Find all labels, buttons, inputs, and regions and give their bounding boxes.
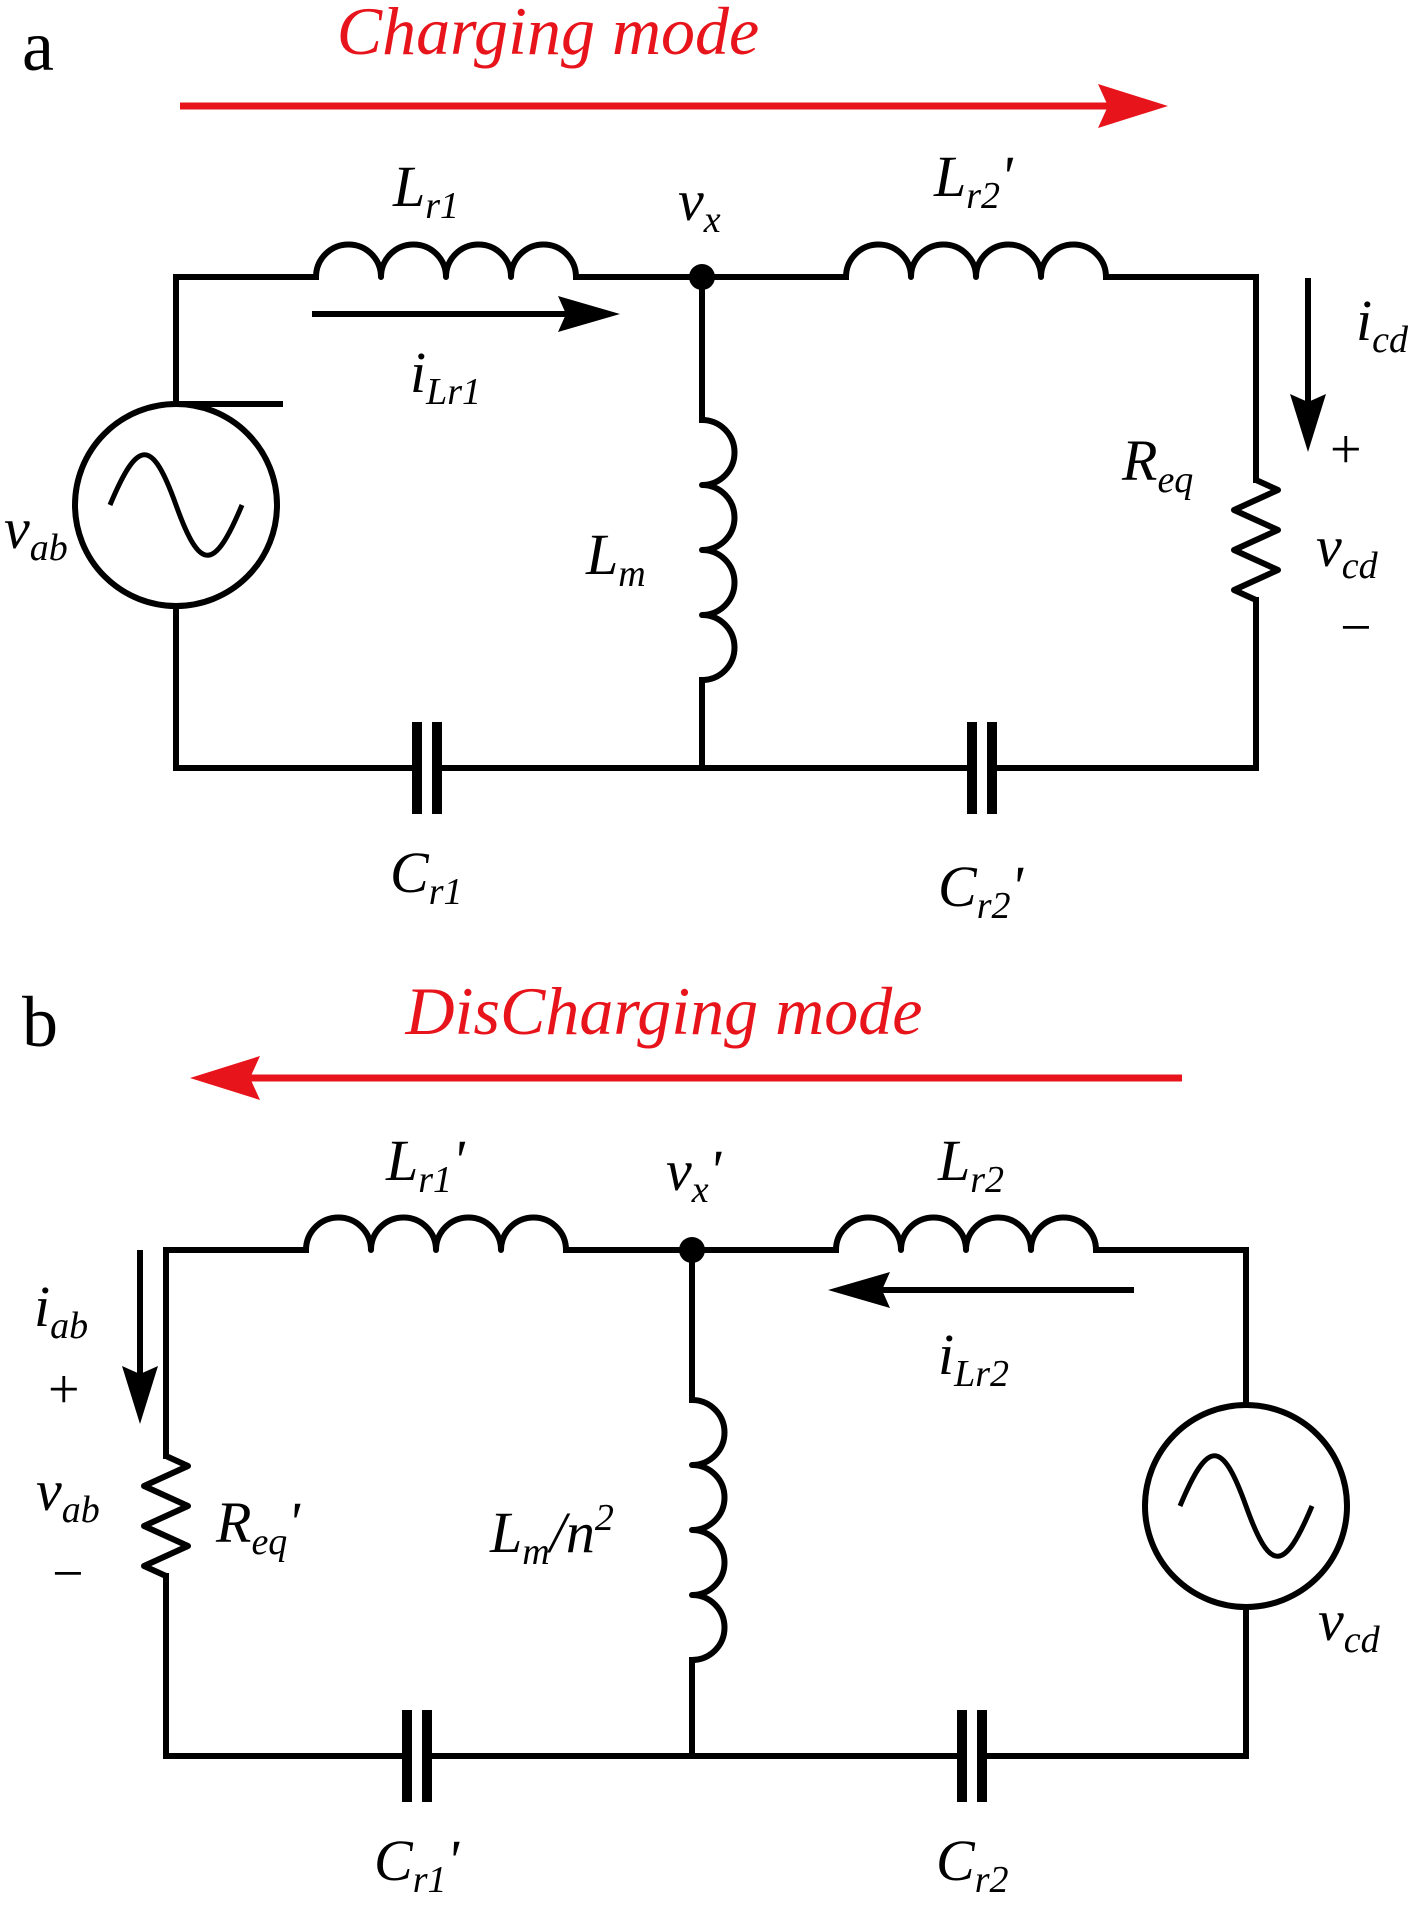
label-vab: vab bbox=[4, 496, 68, 569]
inductor-lr1-prime bbox=[303, 1214, 569, 1253]
capacitor-cr1-prime bbox=[402, 1710, 432, 1802]
label-icd: icd bbox=[1356, 288, 1409, 361]
label-ilr1: iLr1 bbox=[410, 340, 481, 413]
label-lm: Lm bbox=[585, 522, 646, 595]
inductor-lr2-b bbox=[833, 1214, 1099, 1253]
wire-left-bottom bbox=[173, 603, 420, 771]
wire-b-right-bottom bbox=[979, 1605, 1249, 1759]
panel-a: a Charging mode bbox=[4, 0, 1409, 927]
capacitor-cr1 bbox=[412, 722, 442, 814]
discharging-direction-arrow bbox=[190, 1056, 1182, 1100]
inductor-lr2 bbox=[843, 241, 1109, 280]
inductor-lm-n2 bbox=[689, 1397, 728, 1663]
label-lm-n2: Lm/n2 bbox=[489, 1497, 614, 1573]
resistor-req-prime bbox=[141, 1453, 191, 1579]
label-lr2: Lr2' bbox=[933, 144, 1014, 217]
panel-a-mode-label: Charging mode bbox=[337, 0, 759, 69]
wire-b-left-bottom bbox=[163, 1573, 410, 1759]
inductor-lm bbox=[699, 417, 738, 683]
ac-source-vcd bbox=[1142, 1402, 1350, 1610]
label-lr2-b: Lr2 bbox=[937, 1128, 1004, 1201]
wire-left-top bbox=[173, 274, 319, 407]
label-req-prime: Req' bbox=[215, 1490, 301, 1563]
label-cr1-prime: Cr1' bbox=[374, 1828, 460, 1901]
label-vx: vx bbox=[678, 168, 721, 241]
label-ilr2: iLr2 bbox=[938, 1322, 1009, 1395]
resistor-req bbox=[1231, 477, 1281, 603]
wire-right-bottom bbox=[989, 597, 1259, 771]
panel-b-mode-label: DisCharging mode bbox=[405, 973, 923, 1049]
panel-a-letter: a bbox=[22, 6, 54, 86]
node-vx-prime bbox=[679, 1237, 705, 1263]
current-arrow-ilr1 bbox=[312, 296, 620, 332]
capacitor-cr2 bbox=[967, 722, 997, 814]
label-vab-minus: − bbox=[52, 1543, 84, 1605]
label-req: Req bbox=[1121, 428, 1193, 501]
capacitor-cr2-b bbox=[957, 1710, 987, 1802]
charging-direction-arrow bbox=[180, 84, 1168, 128]
label-vcd-plus: + bbox=[1330, 419, 1362, 481]
inductor-lr1 bbox=[313, 241, 579, 280]
wire-b-right-top bbox=[1093, 1247, 1249, 1407]
label-iab: iab bbox=[34, 1274, 88, 1347]
label-lr1-prime: Lr1' bbox=[385, 1128, 466, 1201]
wire-right-top bbox=[1103, 274, 1259, 483]
label-vcd-minus: − bbox=[1340, 597, 1372, 659]
label-lr1: Lr1 bbox=[392, 154, 459, 227]
current-arrow-icd bbox=[1290, 278, 1326, 452]
node-vx bbox=[689, 264, 715, 290]
label-vx-prime: vx' bbox=[666, 1138, 723, 1211]
ac-source-vab bbox=[72, 401, 280, 609]
wire-b-left-top-to-lr1 bbox=[163, 1247, 309, 1459]
label-cr1: Cr1 bbox=[390, 840, 462, 913]
label-vcd-b: vcd bbox=[1318, 1588, 1381, 1661]
panel-b-letter: b bbox=[22, 982, 58, 1062]
current-arrow-ilr2 bbox=[828, 1272, 1134, 1308]
current-arrow-iab bbox=[122, 1250, 158, 1424]
label-vab-plus: + bbox=[48, 1359, 80, 1421]
label-vcd: vcd bbox=[1316, 514, 1379, 587]
panel-b: b DisCharging mode bbox=[22, 973, 1381, 1901]
label-cr2: Cr2' bbox=[938, 854, 1024, 927]
label-cr2-b: Cr2 bbox=[936, 1828, 1008, 1901]
label-vab-b: vab bbox=[36, 1458, 100, 1531]
